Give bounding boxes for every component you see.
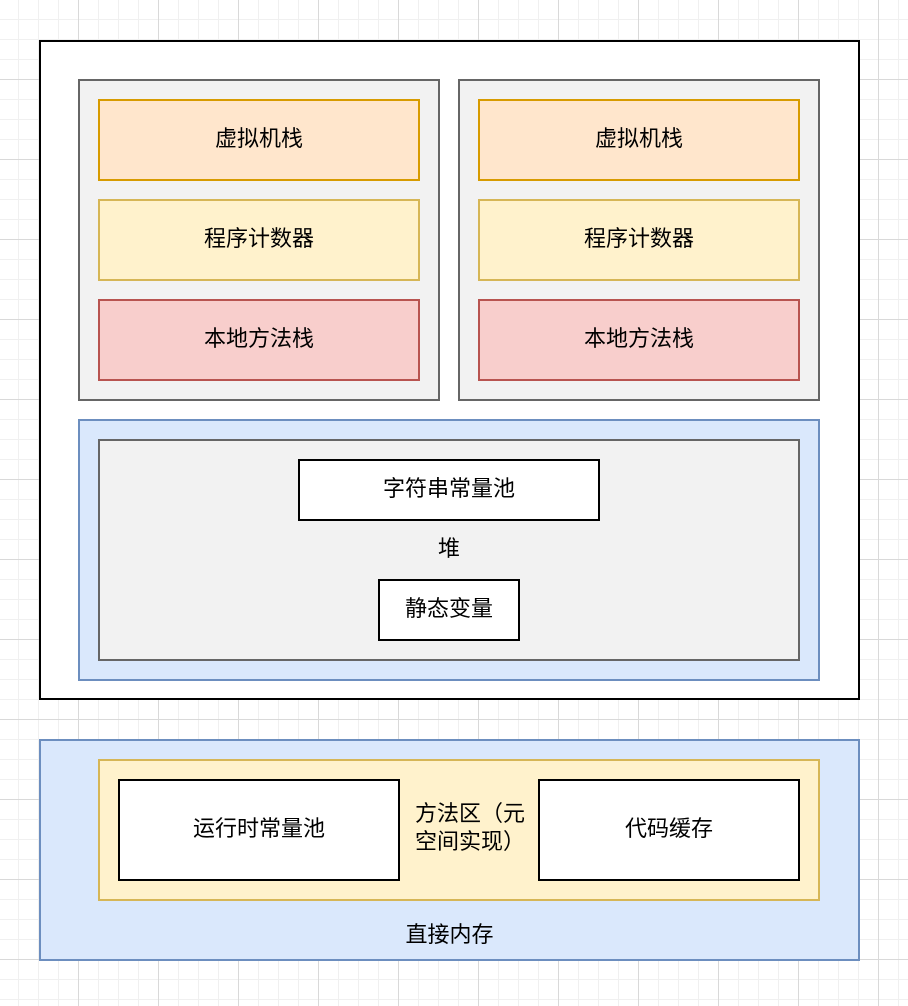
program-counter-label: 程序计数器 xyxy=(583,226,694,252)
string-constant-pool-label: 字符串常量池 xyxy=(382,476,515,502)
metaspace-label: 方法区（元 空间实现） xyxy=(414,802,525,855)
static-variables: 静态变量 xyxy=(378,579,520,641)
runtime-constant-pool-label: 运行时常量池 xyxy=(192,816,325,842)
code-cache: 代码缓存 xyxy=(538,779,800,881)
program-counter-label: 程序计数器 xyxy=(203,226,314,252)
program-counter-1: 程序计数器 xyxy=(98,199,420,281)
native-method-stack-2: 本地方法栈 xyxy=(478,299,800,381)
native-method-stack-1: 本地方法栈 xyxy=(98,299,420,381)
program-counter-2: 程序计数器 xyxy=(478,199,800,281)
heap-label: 堆 xyxy=(437,536,460,562)
vm-stack-label: 虚拟机栈 xyxy=(214,126,303,152)
vm-stack-2: 虚拟机栈 xyxy=(478,99,800,181)
direct-memory-label: 直接内存 xyxy=(405,922,494,948)
runtime-constant-pool: 运行时常量池 xyxy=(118,779,400,881)
static-variables-label: 静态变量 xyxy=(404,596,493,622)
code-cache-label: 代码缓存 xyxy=(624,816,713,842)
native-method-stack-label: 本地方法栈 xyxy=(203,326,314,352)
string-constant-pool: 字符串常量池 xyxy=(298,459,600,521)
vm-stack-1: 虚拟机栈 xyxy=(98,99,420,181)
vm-stack-label: 虚拟机栈 xyxy=(594,126,683,152)
native-method-stack-label: 本地方法栈 xyxy=(583,326,694,352)
